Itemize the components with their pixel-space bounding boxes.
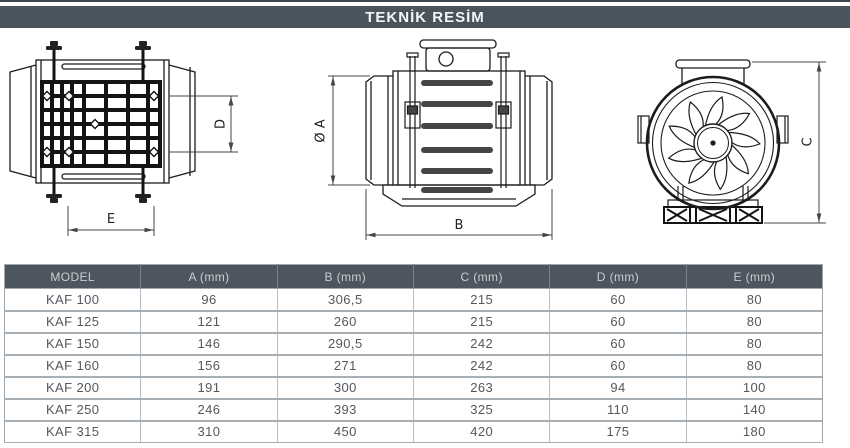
cell-a: 191 <box>140 376 278 400</box>
cell-model: KAF 250 <box>4 398 141 422</box>
cell-d: 110 <box>549 398 687 422</box>
cell-e: 80 <box>685 332 823 356</box>
cell-model: KAF 125 <box>4 310 141 334</box>
cell-d: 175 <box>549 420 687 443</box>
table-row: KAF 315 310 450 420 175 180 <box>4 420 823 443</box>
cell-d: 94 <box>549 376 687 400</box>
cell-model: KAF 100 <box>4 288 141 312</box>
cell-c: 242 <box>412 354 550 378</box>
vent-slots <box>421 80 493 193</box>
cell-a: 310 <box>140 420 278 443</box>
col-header-a: A (mm) <box>140 264 278 289</box>
cell-d: 60 <box>549 354 687 378</box>
cell-c: 325 <box>412 398 550 422</box>
cell-d: 60 <box>549 310 687 334</box>
dimension-e: E <box>67 206 155 236</box>
cell-b: 450 <box>276 420 414 443</box>
col-header-e: E (mm) <box>685 264 823 289</box>
cell-model: KAF 200 <box>4 376 141 400</box>
dim-label-c: C <box>801 137 816 146</box>
clamp-rods <box>404 52 512 188</box>
dimensions-table: MODEL A (mm) B (mm) C (mm) D (mm) E (mm)… <box>4 264 823 443</box>
cell-d: 60 <box>549 332 687 356</box>
junction-box <box>419 39 497 72</box>
cell-c: 263 <box>412 376 550 400</box>
cell-d: 60 <box>549 288 687 312</box>
cell-b: 271 <box>276 354 414 378</box>
dimension-b: B <box>365 189 553 240</box>
mounting-bolts <box>46 41 151 203</box>
col-header-b: B (mm) <box>276 264 414 289</box>
cell-a: 121 <box>140 310 278 334</box>
dimensions-table-wrap: MODEL A (mm) B (mm) C (mm) D (mm) E (mm)… <box>4 264 823 443</box>
dimension-c: C <box>752 61 826 224</box>
cell-b: 393 <box>276 398 414 422</box>
cell-e: 140 <box>685 398 823 422</box>
cell-model: KAF 160 <box>4 354 141 378</box>
col-header-model: MODEL <box>4 264 141 289</box>
cell-a: 146 <box>140 332 278 356</box>
fan-body-outline <box>365 70 553 207</box>
table-row: KAF 150 146 290,5 242 60 80 <box>4 332 823 356</box>
dimension-a: Ø A <box>314 75 370 186</box>
cell-c: 215 <box>412 288 550 312</box>
cell-c: 215 <box>412 310 550 334</box>
cell-e: 180 <box>685 420 823 443</box>
drawing-grille-side-view: D E <box>9 41 238 236</box>
grille-nodes <box>41 90 160 158</box>
dim-label-e: E <box>107 212 115 227</box>
cell-e: 100 <box>685 376 823 400</box>
page-title: TEKNİK RESİM <box>0 6 850 28</box>
cell-b: 260 <box>276 310 414 334</box>
dim-label-a: Ø A <box>314 119 329 142</box>
drawing-front-view: C <box>637 59 826 224</box>
base-rail <box>663 206 763 224</box>
cell-b: 306,5 <box>276 288 414 312</box>
cell-model: KAF 315 <box>4 420 141 443</box>
dim-label-b: B <box>455 218 464 233</box>
cell-b: 290,5 <box>276 332 414 356</box>
top-rule <box>0 0 850 2</box>
col-header-c: C (mm) <box>412 264 550 289</box>
cell-e: 80 <box>685 288 823 312</box>
fan-housing <box>645 75 781 211</box>
cell-a: 156 <box>140 354 278 378</box>
cell-c: 242 <box>412 332 550 356</box>
cell-e: 80 <box>685 310 823 334</box>
dimension-d: D <box>170 95 238 153</box>
impeller <box>667 96 761 191</box>
junction-box <box>675 59 751 84</box>
table-row: KAF 125 121 260 215 60 80 <box>4 310 823 334</box>
cell-e: 80 <box>685 354 823 378</box>
cell-a: 96 <box>140 288 278 312</box>
table-row: KAF 250 246 393 325 110 140 <box>4 398 823 422</box>
table-header-row: MODEL A (mm) B (mm) C (mm) D (mm) E (mm) <box>4 264 823 289</box>
table-row: KAF 200 191 300 263 94 100 <box>4 376 823 400</box>
col-header-d: D (mm) <box>549 264 687 289</box>
grille-grid <box>40 80 162 168</box>
table-row: KAF 160 156 271 242 60 80 <box>4 354 823 378</box>
cell-a: 246 <box>140 398 278 422</box>
cell-c: 420 <box>412 420 550 443</box>
dim-label-d: D <box>214 119 229 129</box>
drawing-side-view: Ø A B <box>314 39 553 240</box>
cell-b: 300 <box>276 376 414 400</box>
table-row: KAF 100 96 306,5 215 60 80 <box>4 288 823 312</box>
cell-model: KAF 150 <box>4 332 141 356</box>
